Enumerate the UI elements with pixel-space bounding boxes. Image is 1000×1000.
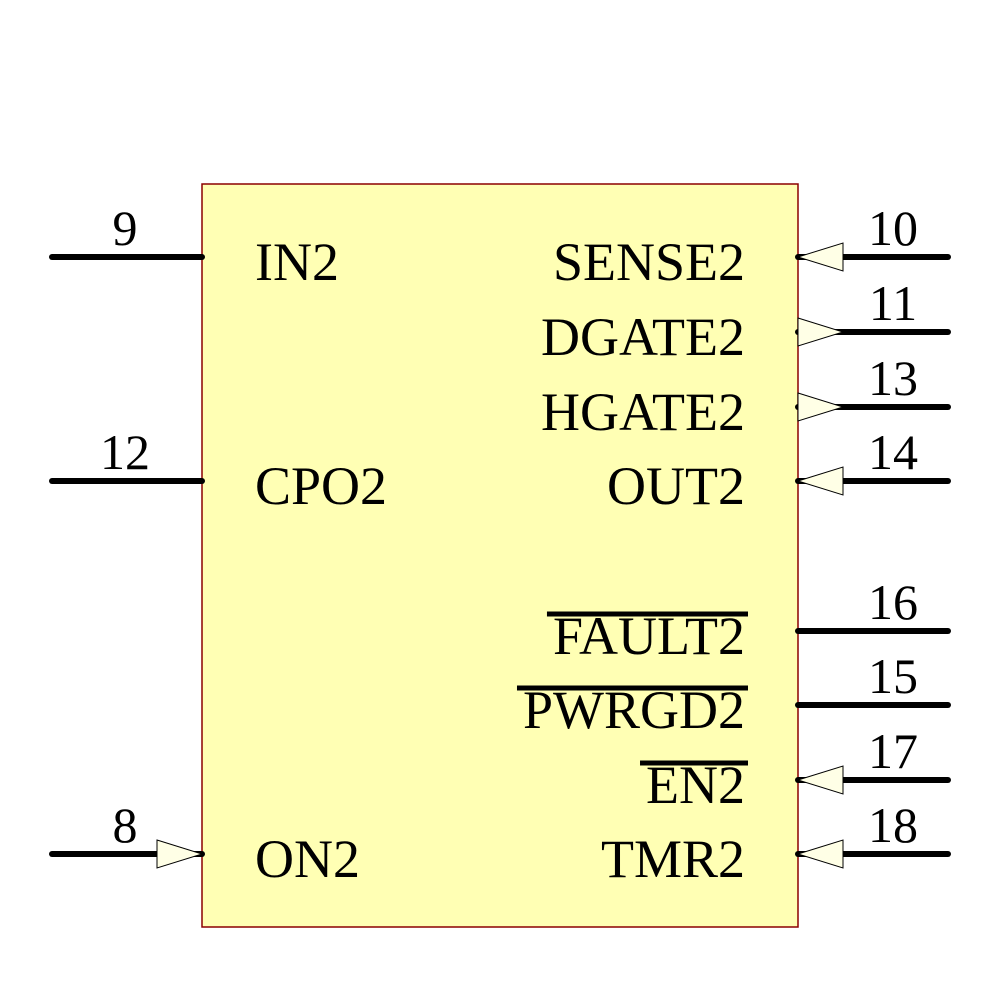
input-arrow-icon	[796, 242, 844, 272]
output-arrow-icon	[797, 392, 845, 422]
pin-number: 18	[868, 797, 918, 853]
pin-number: 9	[113, 200, 138, 256]
pin-number: 13	[868, 350, 918, 406]
pin-name: ON2	[255, 829, 360, 889]
pin-number: 14	[868, 424, 918, 480]
pin-name: HGATE2	[541, 382, 745, 442]
input-arrow-icon	[156, 839, 204, 869]
pin-name: TMR2	[601, 829, 745, 889]
input-arrow-icon	[796, 765, 844, 795]
pin-name: IN2	[255, 232, 339, 292]
component-body	[201, 183, 799, 928]
pin-number: 16	[868, 574, 918, 630]
pin-name: SENSE2	[553, 232, 745, 292]
pin-number: 12	[100, 424, 150, 480]
pin-name: DGATE2	[541, 307, 745, 367]
pin-name: CPO2	[255, 456, 387, 516]
output-arrow-icon	[797, 317, 845, 347]
pin-number: 17	[868, 723, 918, 779]
pin-name: OUT2	[607, 456, 745, 516]
pin-number: 8	[113, 797, 138, 853]
pin-number: 10	[868, 200, 918, 256]
pin-number: 11	[869, 275, 917, 331]
input-arrow-icon	[796, 466, 844, 496]
pin-number: 15	[868, 648, 918, 704]
input-arrow-icon	[796, 839, 844, 869]
